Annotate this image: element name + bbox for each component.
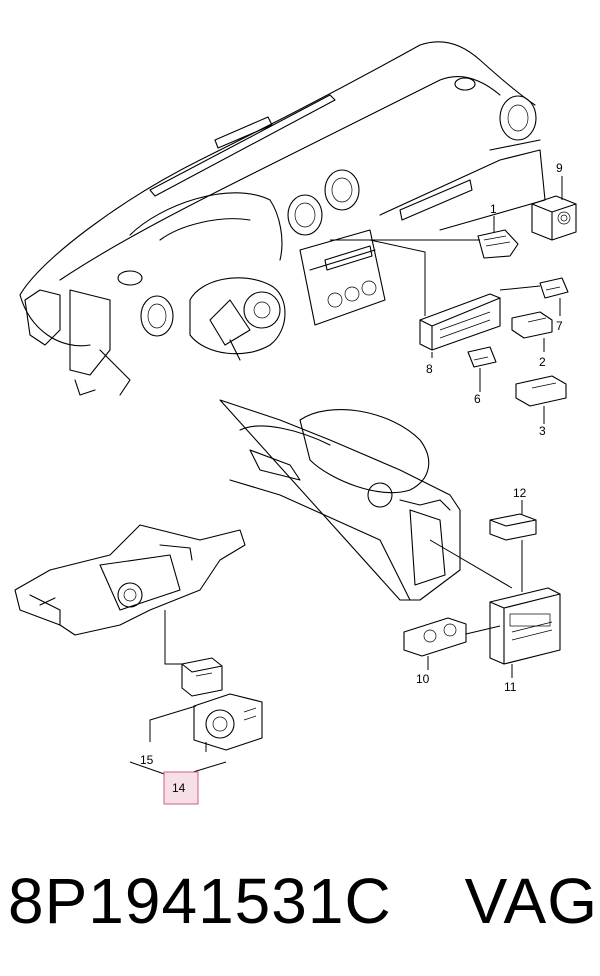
exploded-parts-diagram: 9 1 7 2 8 6 3 12 10 11 15 14 bbox=[14, 41, 577, 805]
callout-12: 12 bbox=[513, 486, 527, 500]
callout-10: 10 bbox=[416, 672, 430, 686]
callout-labels: 9 1 7 2 8 6 3 12 10 11 15 14 bbox=[140, 161, 563, 805]
part-2-button bbox=[511, 311, 553, 339]
part-number: 8P1941531C bbox=[8, 865, 392, 937]
part-connector bbox=[181, 657, 223, 697]
callout-3: 3 bbox=[539, 424, 546, 438]
part-9-switch bbox=[531, 195, 577, 241]
callout-9: 9 bbox=[556, 161, 563, 175]
part-12-switch bbox=[489, 513, 537, 541]
part-6-cap bbox=[467, 346, 497, 368]
brand-label: VAG bbox=[464, 865, 598, 937]
leader-lines-console bbox=[427, 500, 523, 678]
callout-7: 7 bbox=[556, 319, 563, 333]
part-8-switch-panel bbox=[419, 293, 501, 351]
caption-bar: 8P1941531C VAG bbox=[8, 856, 598, 946]
callout-14-highlight bbox=[163, 771, 199, 805]
callout-11: 11 bbox=[504, 680, 517, 694]
callout-14: 14 bbox=[172, 781, 186, 795]
center-console-drawing bbox=[219, 399, 461, 601]
part-7-cap bbox=[539, 277, 569, 299]
dashboard-drawing bbox=[19, 41, 546, 396]
part-3-button bbox=[515, 375, 567, 407]
callout-15: 15 bbox=[140, 753, 154, 767]
part-11-control-panel bbox=[489, 587, 561, 665]
callout-8: 8 bbox=[426, 362, 433, 376]
leader-lines-top bbox=[330, 176, 563, 424]
part-1-switch bbox=[477, 229, 519, 259]
callout-1: 1 bbox=[490, 202, 497, 216]
part-10-switch bbox=[403, 617, 467, 657]
lower-dash-panel-drawing bbox=[14, 524, 246, 636]
callout-2: 2 bbox=[539, 355, 546, 369]
callout-6: 6 bbox=[474, 392, 481, 406]
part-15-light-switch bbox=[193, 693, 263, 751]
leader-lines-lower bbox=[129, 610, 227, 777]
